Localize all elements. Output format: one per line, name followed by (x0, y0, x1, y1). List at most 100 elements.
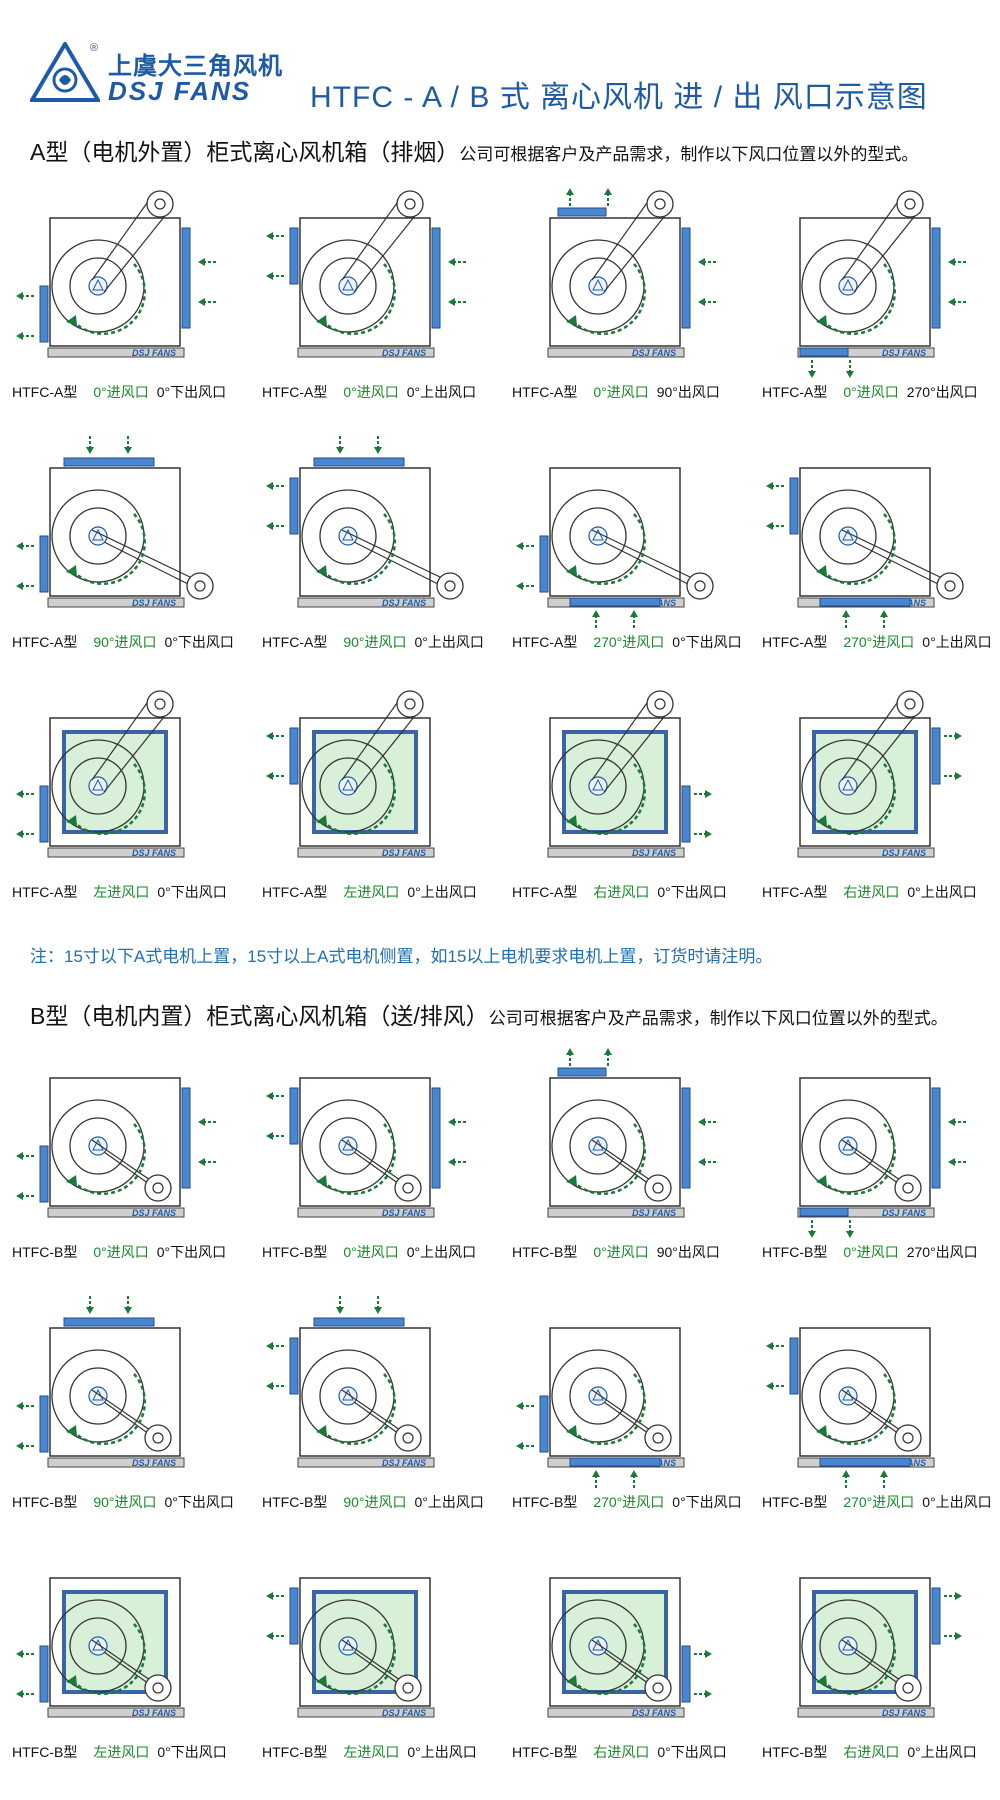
fan-housing (549, 467, 681, 597)
airflow-arrow-icon (816, 565, 827, 576)
impeller-ring (569, 1617, 627, 1675)
motor-shaft-icon (402, 1682, 414, 1694)
inlet-label: 左进风口 (93, 1744, 150, 1760)
drive-belt (353, 211, 419, 293)
airflow-arrow-icon (66, 1425, 77, 1436)
outlet-label: 270°出风口 (906, 384, 978, 400)
outlet-arrows (16, 542, 34, 590)
inlet-label: 右进风口 (593, 1744, 650, 1760)
inlet-panel (313, 1317, 405, 1327)
outlet-label: 0°上出风口 (907, 884, 977, 900)
impeller-ring (319, 1367, 377, 1425)
impeller-ring (69, 1617, 127, 1675)
outlet-arrows (266, 732, 284, 780)
inlet-panel (819, 597, 911, 607)
logo-triangle-icon (592, 1638, 604, 1651)
model-label: HTFC-B型 (762, 1244, 828, 1260)
model-label: HTFC-A型 (12, 634, 78, 650)
airflow-arrow-icon (816, 815, 827, 826)
airflow-path (71, 1623, 147, 1695)
fan-layout-diagram: DSJ FANS (547, 690, 712, 858)
motor-shaft-icon (154, 198, 166, 210)
diagram-brand-label: DSJ FANS (382, 1208, 426, 1218)
motor-shaft-icon (404, 698, 416, 710)
motor-shaft-icon (904, 698, 916, 710)
base-rail (797, 847, 935, 858)
inlet-panel (681, 1087, 691, 1189)
base-rail (547, 347, 685, 358)
diagram-brand-label: DSJ FANS (382, 1458, 426, 1468)
outlet-panel (289, 1587, 299, 1645)
fan-layout-diagram: DSJ FANS (16, 190, 216, 358)
impeller-ring (819, 257, 877, 315)
airflow-path (821, 513, 897, 585)
airflow-path (571, 263, 647, 335)
diagram-brand-label: DSJ FANS (132, 598, 176, 608)
airflow-arrow-icon (316, 1675, 327, 1686)
airflow-arrow-icon (66, 315, 77, 326)
inlet-label: 270°进风口 (843, 1494, 915, 1510)
outlet-label: 0°下出风口 (157, 884, 227, 900)
base-rail (547, 847, 685, 858)
impeller-ring (319, 257, 377, 315)
motor-shaft-icon (902, 1682, 914, 1694)
inlet-label: 0°进风口 (93, 384, 149, 400)
outlet-panel (539, 535, 549, 593)
airflow-arrow-icon (566, 1425, 577, 1436)
base-rail (297, 597, 435, 608)
airflow-path (821, 1123, 897, 1195)
drive-belt (91, 695, 153, 781)
outlet-label: 0°上出风口 (407, 884, 477, 900)
airflow-path (571, 1623, 647, 1695)
airflow-path (571, 763, 647, 835)
airflow-arrow-icon (316, 565, 327, 576)
motor-shaft-icon (152, 1682, 164, 1694)
inlet-label: 0°进风口 (593, 384, 649, 400)
diagram-brand-label: DSJ FANS (882, 1208, 926, 1218)
triangle-logo-icon (30, 42, 100, 102)
fan-layout-diagram: DSJ FANS (797, 1077, 966, 1238)
airflow-arrow-icon (816, 1175, 827, 1186)
inlet-arrows (592, 610, 638, 628)
impeller-ring (69, 257, 127, 315)
drive-belt (853, 211, 919, 293)
logo-triangle-icon (842, 778, 854, 791)
base-rail (547, 1207, 685, 1218)
base-rail (797, 1207, 935, 1218)
inlet-panel (431, 227, 441, 329)
diagram-brand-label: DSJ FANS (882, 848, 926, 858)
page-title: HTFC - A / B 式 离心风机 进 / 出 风口示意图 (310, 81, 928, 114)
diagram-brand-label: DSJ FANS (632, 848, 676, 858)
logo-triangle-icon (842, 528, 854, 541)
drive-belt (341, 195, 403, 281)
fan-housing (799, 467, 931, 597)
impeller-ring (69, 757, 127, 815)
model-label: HTFC-A型 (12, 384, 78, 400)
side-inlet-panel (62, 1590, 168, 1694)
fan-layout-diagram: DSJ FANS (16, 690, 185, 858)
motor-shaft-icon (154, 698, 166, 710)
outlet-arrows (16, 1152, 34, 1200)
inlet-arrows (448, 258, 466, 306)
section-a-title: A型（电机外置）柜式离心风机箱（排烟） (30, 139, 460, 165)
outlet-panel (799, 1207, 849, 1217)
inlet-label: 0°进风口 (843, 384, 899, 400)
airflow-path (571, 513, 647, 585)
outlet-panel (539, 1395, 549, 1453)
impeller-ring (69, 1117, 127, 1175)
outlet-arrows (808, 360, 854, 378)
section-a-remark: 注：15寸以下A式电机上置，15寸以上A式电机侧置，如15以上电机要求电机上置，… (30, 947, 773, 966)
inlet-panel (931, 1087, 941, 1189)
impeller-ring (819, 507, 877, 565)
